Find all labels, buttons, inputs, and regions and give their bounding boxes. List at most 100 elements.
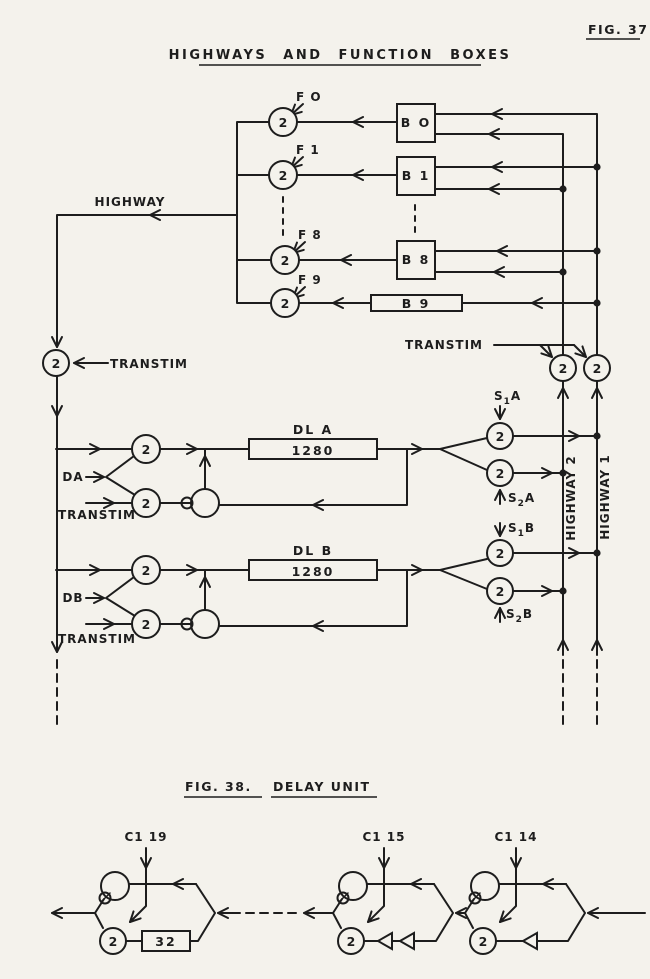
cell1-gate-value: 2 [109, 934, 118, 949]
cell2-regenerator-circle [338, 871, 368, 901]
dla-s1-base: S [494, 389, 504, 403]
fig38-arrows [51, 847, 599, 923]
cell1-gate [99, 927, 127, 955]
fig37: FIG. 37 HIGHWAYS AND FUNCTION BOXES [42, 22, 648, 729]
gate-dla-in-top [131, 434, 161, 464]
gate-dlb-s2 [486, 577, 514, 605]
cell3-inhibit-bubble [468, 891, 482, 905]
fig37-title: HIGHWAYS AND FUNCTION BOXES [169, 48, 512, 63]
gate-dla-in-bottom [131, 488, 161, 518]
highway1-label: HIGHWAY 1 [598, 454, 612, 539]
dlb-s2-suffix: B [523, 607, 533, 621]
dla-regenerator-circle [190, 488, 220, 518]
fig37-labels: HIGHWAY TRANSTIM TRANSTIM F O F 1 F 8 F … [58, 90, 612, 646]
gate-dlb-s1-value: 2 [496, 546, 505, 561]
dlb-s2-base: S [506, 607, 516, 621]
fig38: FIG. 38. DELAY UNIT [51, 779, 646, 955]
gate-dlb-in-top-value: 2 [142, 563, 151, 578]
dlb-s2-label: S2B [506, 607, 533, 625]
function-box-b0 [396, 103, 436, 143]
gate-dla-s2 [486, 459, 514, 487]
dla-s1-sub: 1 [504, 397, 511, 407]
dlb-s1-base: S [508, 521, 518, 535]
gate-f0 [268, 107, 298, 137]
dla-s1-suffix: A [511, 389, 521, 403]
function-box-b8-label: B 8 [402, 252, 431, 267]
gate-f0-label: F O [296, 90, 322, 104]
delay-line-a-label: DL A [293, 422, 333, 437]
gate-f8-label: F 8 [298, 228, 322, 242]
cell1-delay-box-label: 32 [155, 934, 176, 949]
cell2-clock-label: C1 15 [362, 830, 405, 844]
gate-dla-in-bottom-value: 2 [142, 496, 151, 511]
delay-line-a-box [248, 438, 378, 460]
delay-line-b-label: DL B [293, 543, 333, 558]
highway-out-label: HIGHWAY [95, 195, 166, 209]
transtim-highways-label: TRANSTIM [405, 338, 483, 352]
dla-s2-sub: 2 [518, 499, 525, 509]
gate-dlb-in-bottom-value: 2 [142, 617, 151, 632]
gate-dla-s1-value: 2 [496, 429, 505, 444]
gate-highway2-transtim [549, 354, 577, 382]
fig37-function-boxes: B O B 1 B 8 B 9 1280 1280 [248, 103, 463, 581]
delay-line-b-length: 1280 [292, 564, 335, 579]
gate-highway2-transtim-value: 2 [559, 361, 568, 376]
gate-highway1-transtim [583, 354, 611, 382]
gate-dlb-s2-value: 2 [496, 584, 505, 599]
dlb-s1-sub: 1 [518, 529, 525, 539]
fig38-title: DELAY UNIT [273, 779, 371, 794]
dlb-inhibit-bubble [180, 617, 194, 631]
dla-input-label: DA [62, 470, 83, 484]
gate-highway-transtim [42, 349, 70, 377]
gate-f1 [268, 160, 298, 190]
dlb-input-label: DB [62, 591, 83, 605]
gate-f9-label: F 9 [298, 273, 322, 287]
gate-f9 [270, 288, 300, 318]
cell2-buffer-triangle-1 [397, 931, 415, 951]
cell2-buffer-triangle-2 [375, 931, 393, 951]
transtim-main-label: TRANSTIM [110, 357, 188, 371]
function-box-b9-label: B 9 [402, 296, 431, 311]
gate-dlb-s1 [486, 539, 514, 567]
fig38-elements: 2 32 C1 19 2 C1 15 2 C1 14 [98, 830, 538, 955]
delay-line-b-box [248, 559, 378, 581]
dlb-regenerator-circle [190, 609, 220, 639]
cell2-gate [337, 927, 365, 955]
gate-f9-value: 2 [281, 296, 290, 311]
gate-f8 [270, 245, 300, 275]
dla-s2-base: S [508, 491, 518, 505]
cell1-clock-label: C1 19 [124, 830, 167, 844]
fig37-figure-label: FIG. 37 [588, 22, 648, 37]
delay-line-a-length: 1280 [292, 443, 335, 458]
gate-dla-s2-value: 2 [496, 466, 505, 481]
function-box-b8 [396, 240, 436, 280]
cell1-delay-box [141, 930, 191, 952]
cell1-inhibit-bubble [98, 891, 112, 905]
cell3-regenerator-circle [470, 871, 500, 901]
dla-s2-label: S2A [508, 491, 535, 509]
fig37-arrows [51, 103, 603, 656]
dlb-transtim-label: TRANSTIM [58, 632, 136, 646]
gate-dlb-in-bottom [131, 609, 161, 639]
gate-f1-value: 2 [279, 168, 288, 183]
dlb-s1-label: S1B [508, 521, 535, 539]
cell2-inhibit-bubble [336, 891, 350, 905]
dla-inhibit-bubble [180, 496, 194, 510]
dla-transtim-label: TRANSTIM [58, 508, 136, 522]
cell1-regenerator-circle [100, 871, 130, 901]
gate-dla-in-top-value: 2 [142, 442, 151, 457]
fig37-junction-dots [559, 163, 601, 595]
fig37-gates: 2 2 2 2 2 2 2 2 2 2 2 2 2 [42, 107, 611, 639]
function-box-b1 [396, 156, 436, 196]
dlb-s1-suffix: B [525, 521, 535, 535]
function-box-b0-label: B O [401, 115, 432, 130]
dlb-s2-sub: 2 [516, 615, 523, 625]
gate-highway-transtim-value: 2 [52, 356, 61, 371]
cell3-clock-label: C1 14 [494, 830, 537, 844]
gate-dlb-in-top [131, 555, 161, 585]
gate-f1-label: F 1 [296, 143, 320, 157]
cell3-buffer-triangle [520, 931, 538, 951]
gate-f8-value: 2 [281, 253, 290, 268]
